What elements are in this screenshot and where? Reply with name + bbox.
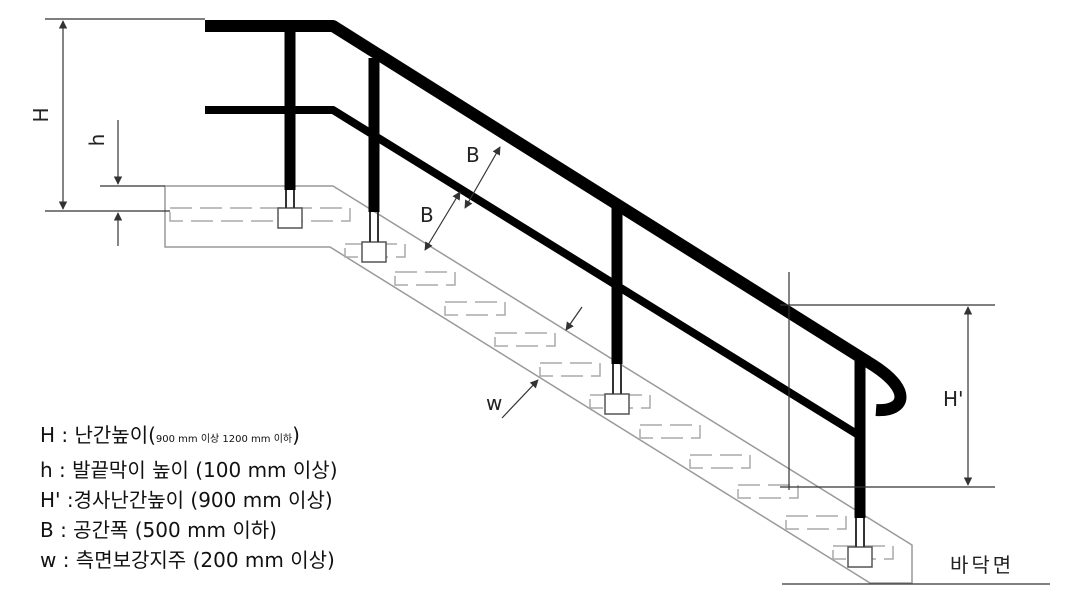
label-H-prime: H' — [943, 387, 964, 411]
label-B-lower: B — [420, 203, 434, 227]
label-H: H — [29, 107, 53, 122]
dimension-w: w — [486, 306, 583, 419]
post-bases — [277, 207, 873, 568]
railing-posts — [284, 26, 866, 518]
label-floor: 바닥면 — [950, 553, 1014, 577]
legend-h: h : 발끝막이 높이 (100 mm 이상) — [40, 458, 338, 482]
dimension-H-prime: H' — [943, 306, 973, 486]
legend-H-prime: H' :경사난간높이 (900 mm 이상) — [40, 488, 333, 512]
mid-rail — [205, 106, 863, 440]
legend-H: H : 난간높이(900 mm 이상 1200 mm 이하) — [40, 420, 338, 455]
legend-H-range: 900 mm 이상 1200 mm 이하 — [155, 434, 293, 445]
legend-H-end: ) — [292, 423, 300, 447]
dimension-B-upper: B — [464, 143, 501, 209]
legend-H-key: H : 난간높이( — [40, 423, 156, 447]
dimension-H: H — [29, 20, 68, 210]
label-w: w — [486, 391, 502, 415]
label-B-upper: B — [466, 143, 480, 167]
legend: H : 난간높이(900 mm 이상 1200 mm 이하) h : 발끝막이 … — [40, 420, 338, 575]
post-stems — [285, 190, 865, 547]
label-h: h — [85, 134, 109, 147]
top-rail — [205, 20, 907, 417]
dimension-B-lower: B — [420, 191, 461, 251]
legend-w: w : 측면보강지주 (200 mm 이상) — [40, 548, 335, 572]
legend-B: B : 공간폭 (500 mm 이하) — [40, 518, 277, 542]
dimension-h: h — [85, 120, 123, 246]
reference-lines — [45, 18, 1050, 585]
